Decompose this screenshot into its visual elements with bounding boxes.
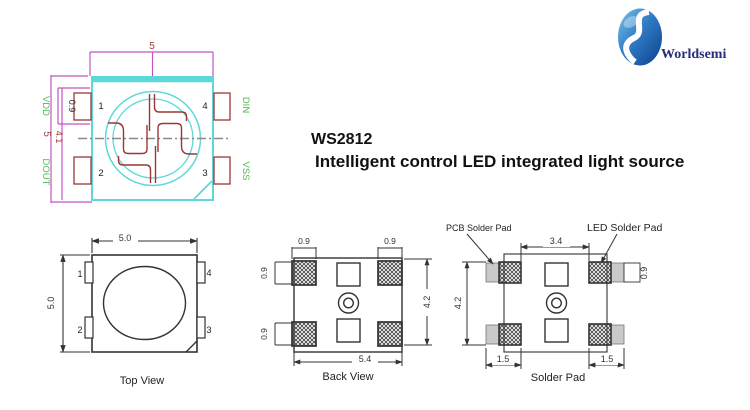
solder-pad-dim-pad-height: 0.9 [639,267,649,280]
top-view-diagram: 5.0 5.0 1 2 4 3 Top View [46,232,212,387]
back-view-dim-pad-side-top: 0.9 [259,267,269,279]
package-schematic: 1 2 4 3 5 5 4.1 0.9 VDD DOUT DIN VSS [40,41,251,203]
dim-pad-width: 0.9 [67,100,77,113]
dim-left-height: 5 [41,131,52,137]
solder-pad-caption: Solder Pad [531,372,585,384]
document-title: Intelligent control LED integrated light… [315,152,685,172]
part-number: WS2812 [311,131,373,148]
back-view-center-features [336,262,361,343]
solder-pad-ring-inner [551,297,563,309]
pcb-solder-pad-callout: PCB Solder Pad [446,223,512,233]
title-block: WS2812 Intelligent control LED integrate… [311,130,684,173]
pcb-callout-leader [466,233,494,265]
back-view-dim-pad-top-left: 0.9 [298,236,310,246]
top-view-dim-height: 5.0 [46,297,56,310]
led-solder-pad-callout: LED Solder Pad [587,222,662,234]
back-view-dim-width: 5.4 [359,354,372,364]
solder-pad-dimension-lines [462,233,641,369]
back-view-dim-pad-top-right: 0.9 [384,236,396,246]
net-label-vdd: VDD [40,96,51,116]
net-label-dout: DOUT [40,159,51,186]
back-view-dim-height: 4.2 [422,296,432,309]
led-solder-pads [498,261,612,346]
solder-pad-dim-height: 4.2 [453,297,463,310]
back-view-caption: Back View [322,371,373,383]
worldsemi-logo-icon [618,8,662,66]
top-view-caption: Top View [120,375,164,387]
solder-pad-dim-inner-width: 3.4 [550,236,563,246]
top-view-chamfer [185,340,198,353]
solder-pad-diagram: PCB Solder Pad LED Solder Pad 3.4 4.2 1.… [446,222,662,384]
pin-number-3: 3 [202,168,207,179]
top-view-dimensions [60,238,198,353]
led-callout-leader [600,233,618,264]
schematic-pin-numbers: 1 2 4 3 [98,101,207,179]
pin-number-4: 4 [202,101,207,112]
dim-top-width: 5 [149,41,155,52]
pcb-solder-pads [485,262,625,345]
back-view-dim-pad-side-bottom: 0.9 [259,328,269,340]
net-label-din: DIN [240,97,251,114]
back-view-diagram: 0.9 0.9 0.9 0.9 5.4 4.2 Back View [259,236,433,383]
back-view-dim-texts: 0.9 0.9 0.9 0.9 [259,236,396,340]
dim-pad-span: 4.1 [54,131,64,144]
top-view-pin-numbers: 1 2 4 3 [77,268,211,335]
net-labels: VDD DOUT DIN VSS [40,96,251,186]
pin-number-2: 2 [98,168,103,179]
top-view-lens [102,265,187,341]
top-view-pin-4: 4 [206,268,211,278]
top-view-dim-width: 5.0 [119,233,132,243]
brand-name: Worldsemi [661,47,727,62]
top-view-body [84,254,206,353]
solder-pad-center-features [544,262,569,343]
back-view-led-pads [291,260,403,347]
solder-pad-dim-left: 1.5 [497,354,510,364]
pin-number-1: 1 [98,101,103,112]
bond-wires [108,94,197,183]
chamfer-mark [193,180,213,200]
top-view-pin-2: 2 [77,325,82,335]
schematic-pads [73,92,231,185]
back-view-thermal-ring-inner [343,297,355,309]
top-view-pin-3: 3 [206,325,211,335]
top-view-pin-1: 1 [77,269,82,279]
net-label-vss: VSS [240,161,251,180]
solder-pad-dim-right: 1.5 [601,354,614,364]
